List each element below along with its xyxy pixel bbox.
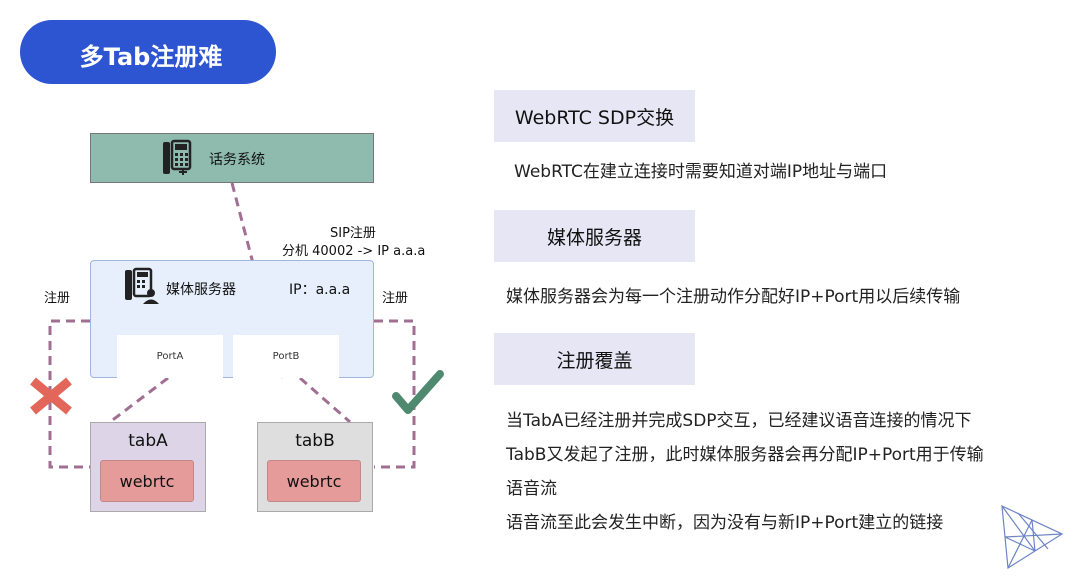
- port-a-label: PortA: [156, 351, 184, 362]
- sip-register-label: SIP注册: [330, 226, 376, 241]
- porta-taba-line: [109, 376, 169, 424]
- sip-extension-label: 分机 40002 -> IP a.a.a: [282, 244, 426, 259]
- section-heading-webrtc-sdp: WebRTC SDP交换: [494, 90, 695, 142]
- cross-icon: [30, 377, 72, 415]
- portb-tabb-line: [299, 376, 351, 424]
- phone-system-label: 话务系统: [209, 152, 265, 168]
- section-heading-register-override: 注册覆盖: [494, 333, 695, 385]
- ip-label: IP：a.a.a: [289, 282, 351, 298]
- webrtc-b: webrtc: [267, 460, 361, 502]
- port-b-label: PortB: [272, 351, 300, 362]
- media-server-box: 媒体服务器 IP：a.a.a PortA PortB: [90, 260, 374, 378]
- tab-a-title: tabA: [128, 431, 168, 451]
- register-left-label: 注册: [44, 291, 71, 306]
- section-text-line-2: TabB又发起了注册，此时媒体服务器会再分配IP+Port用于传输: [506, 445, 984, 465]
- section-text-webrtc-sdp: WebRTC在建立连接时需要知道对端IP地址与端口: [514, 162, 888, 182]
- check-icon: [392, 370, 444, 414]
- tab-b-title: tabB: [295, 431, 335, 451]
- section-text-line-4: 语音流至此会发生中断，因为没有与新IP+Port建立的链接: [506, 513, 944, 533]
- tab-b-box: tabB webrtc: [257, 422, 373, 512]
- server-icon: [125, 267, 159, 304]
- section-heading-media-server: 媒体服务器: [494, 210, 695, 262]
- phone-system-box: 话务系统: [90, 133, 374, 183]
- section-text-media-server: 媒体服务器会为每一个注册动作分配好IP+Port用以后续传输: [506, 287, 961, 307]
- port-b: PortB: [233, 335, 339, 378]
- page-title: 多Tab注册难: [20, 20, 276, 84]
- media-server-label: 媒体服务器: [166, 282, 236, 298]
- wireframe-logo-icon: [1001, 505, 1064, 570]
- register-right-label: 注册: [382, 291, 409, 306]
- tab-a-box: tabA webrtc: [90, 422, 206, 512]
- section-text-line-1: 当TabA已经注册并完成SDP交互，已经建议语音连接的情况下: [506, 411, 972, 431]
- right-register-loop: [374, 319, 416, 469]
- section-text-line-3: 语音流: [506, 479, 557, 499]
- phone-icon: [163, 139, 192, 175]
- port-a: PortA: [117, 335, 223, 378]
- webrtc-a: webrtc: [100, 460, 194, 502]
